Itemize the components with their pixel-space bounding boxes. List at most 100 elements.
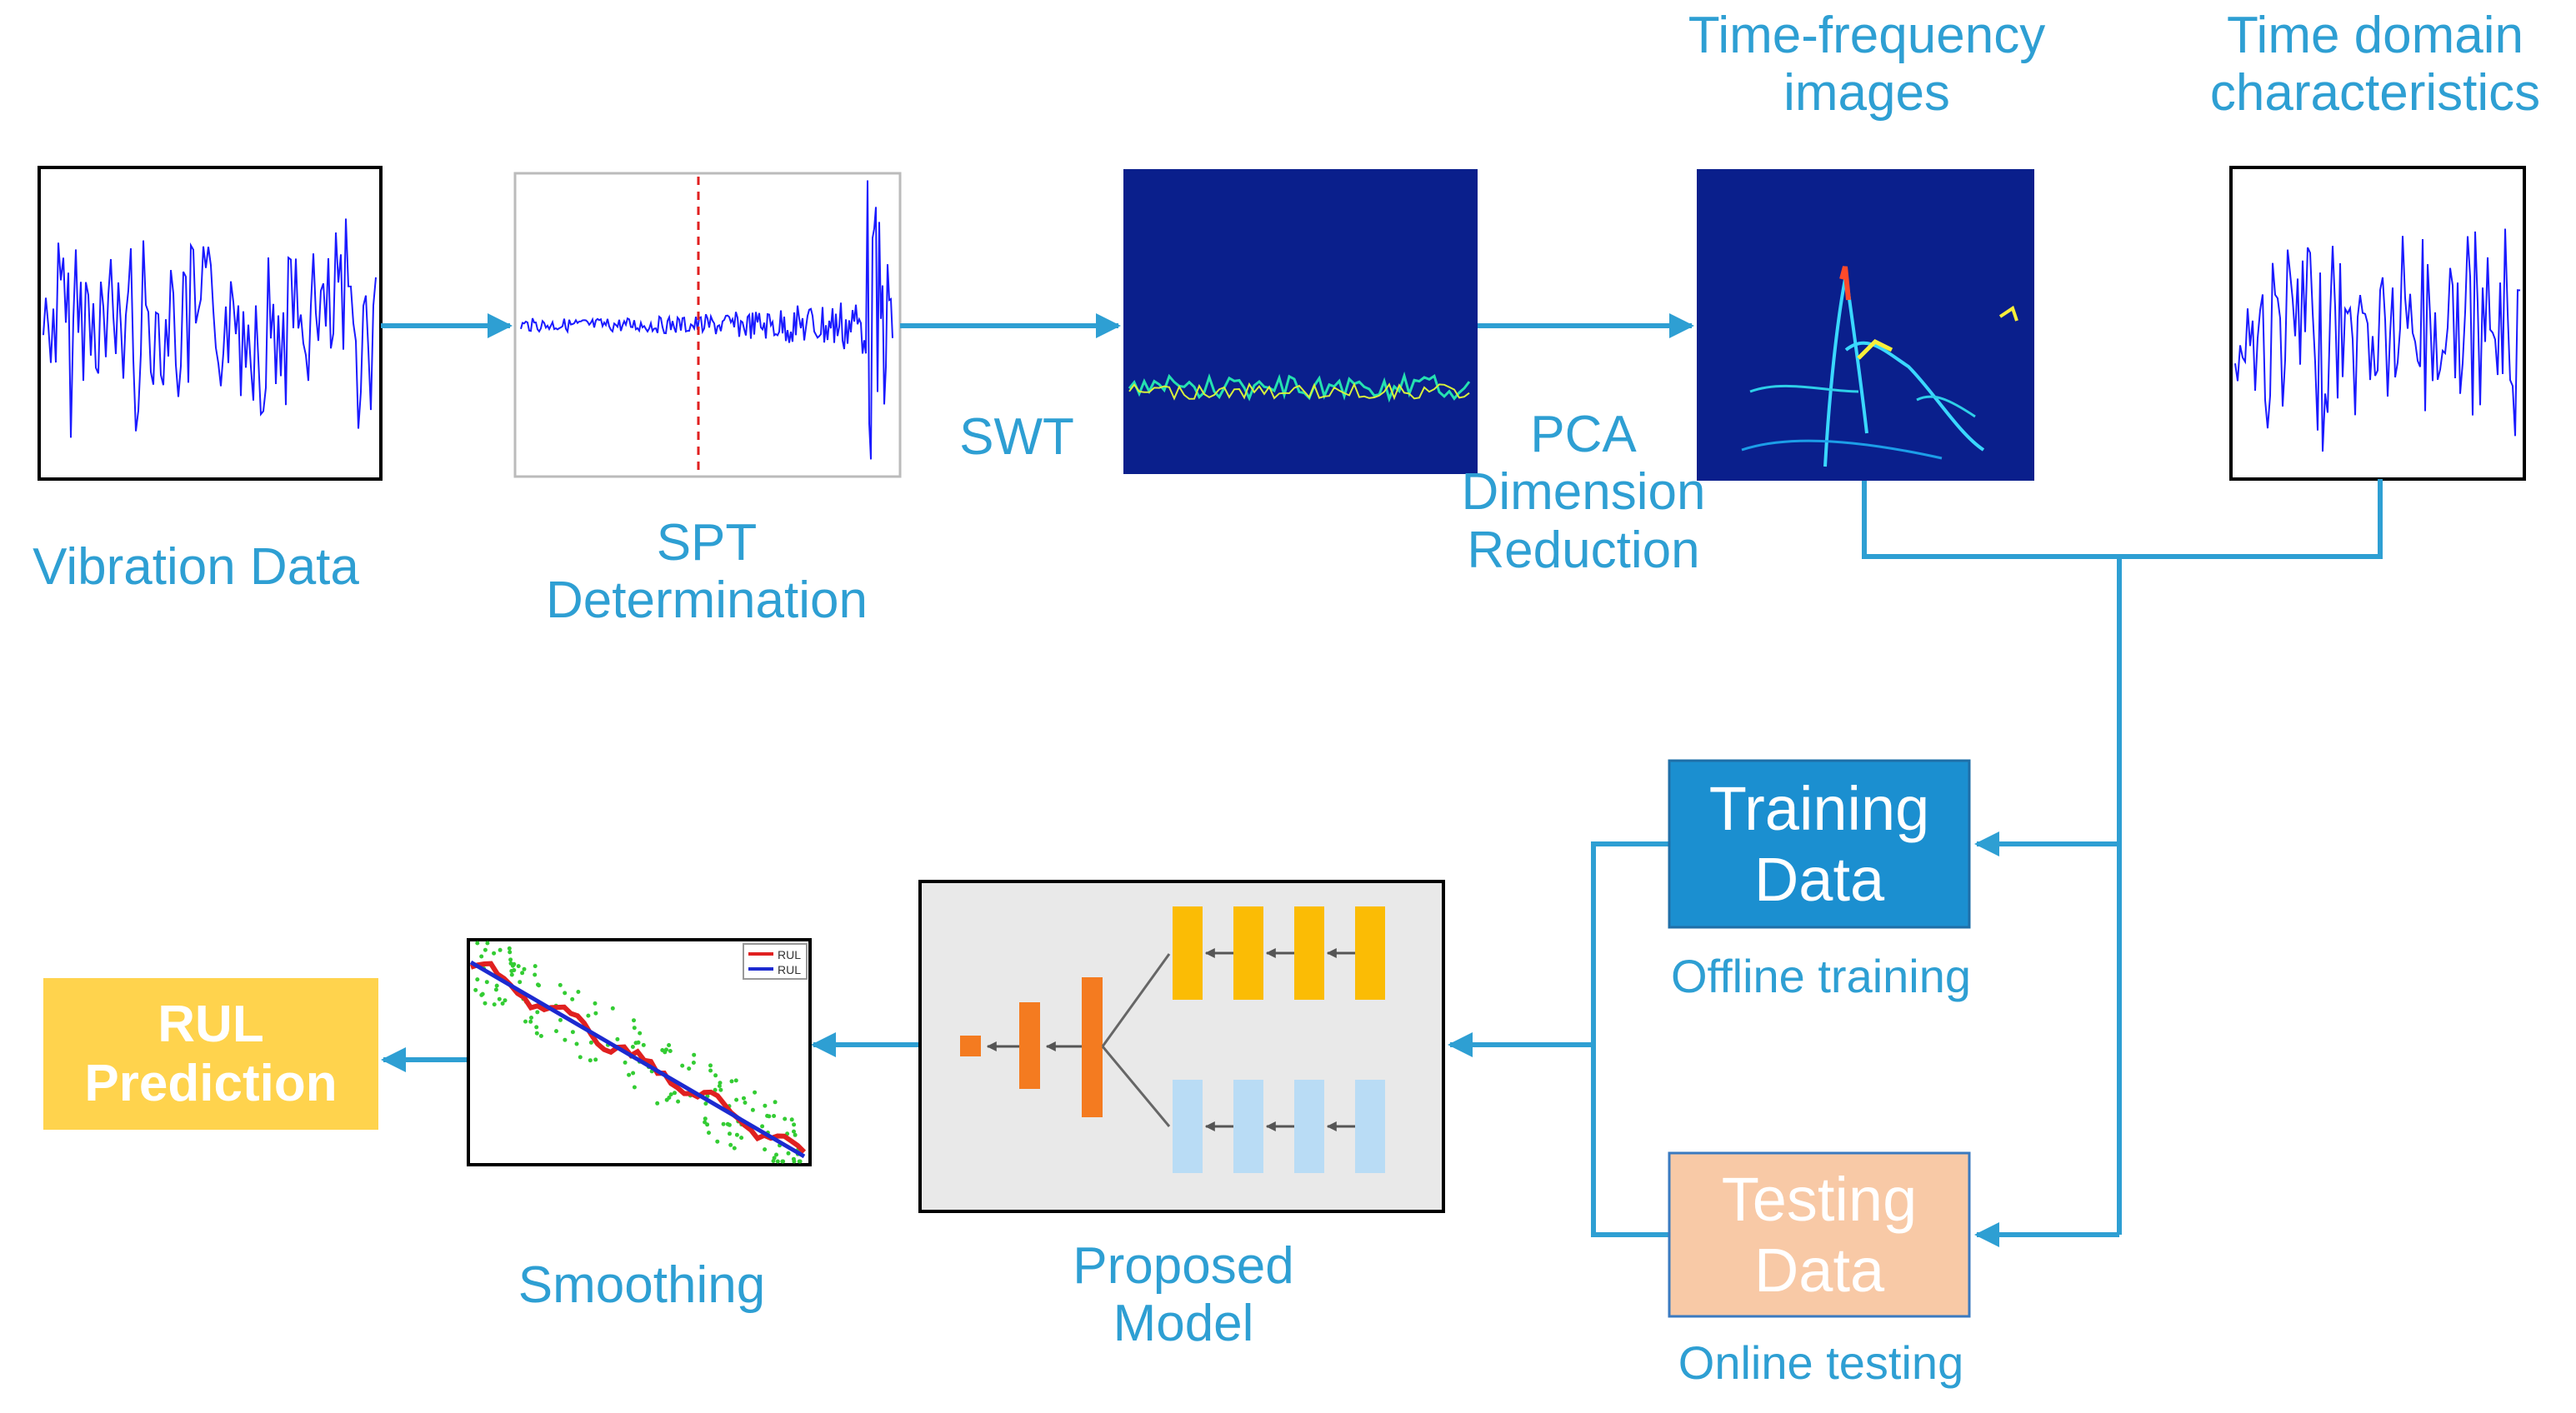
scatter-point [507, 946, 512, 951]
scatter-point [574, 1041, 579, 1046]
scatter-point [668, 1049, 673, 1053]
encoder-stack [1173, 906, 1385, 1000]
testing-line2: Data [1753, 1236, 1885, 1305]
scatter-point [773, 1100, 778, 1105]
rul-prediction-text: RUL Prediction [43, 978, 378, 1130]
scatter-point [473, 987, 478, 992]
model-head-block-2 [1082, 977, 1103, 1117]
scatter-point [483, 947, 488, 952]
scatter-point [510, 963, 515, 968]
scatter-point [667, 1096, 672, 1100]
scatter-point [627, 1072, 632, 1077]
swt-spectrogram-panel [1123, 169, 1478, 474]
spt-label-line1: SPT [656, 514, 758, 572]
scatter-point [783, 1116, 788, 1121]
encoder-block-3 [1294, 906, 1324, 1000]
smoothing-label: Smoothing [518, 1256, 766, 1314]
tf-feature-4 [1857, 338, 1893, 360]
scatter-point [793, 1132, 798, 1137]
scatter-point [479, 954, 484, 959]
scatter-point [558, 982, 563, 987]
scatter-point [691, 1061, 696, 1065]
tf-feature-5 [1749, 384, 1859, 393]
scatter-point [509, 969, 514, 973]
scatter-point [765, 1113, 770, 1118]
scatter-point [475, 941, 480, 946]
smoothing-panel: RUL RUL [467, 938, 812, 1166]
scatter-point [500, 1001, 505, 1006]
spt-signal [520, 180, 893, 460]
scatter-point [523, 1019, 528, 1024]
testing-data-text: Testing Data [1669, 1153, 1969, 1316]
scatter-point [593, 1011, 598, 1016]
scatter-point [781, 1159, 786, 1164]
rul-line2: Prediction [84, 1055, 338, 1112]
scatter-point [708, 1068, 713, 1073]
spt-label-line2: Determination [546, 572, 868, 630]
scatter-point [494, 983, 499, 988]
scatter-point [485, 941, 490, 946]
scatter-point [593, 1057, 598, 1062]
scatter-point [728, 1131, 732, 1136]
scatter-point [493, 987, 498, 992]
training-to-model-line [1591, 841, 1669, 1237]
rul-line1: RUL [158, 995, 264, 1053]
scatter-point [554, 1029, 558, 1034]
scatter-point [760, 1124, 765, 1129]
scatter-point [703, 1120, 708, 1125]
scatter-point [534, 1031, 539, 1036]
smoothing-legend-entry-2: RUL [778, 963, 801, 976]
scatter-point [707, 1131, 711, 1136]
scatter-point [732, 1146, 737, 1151]
scatter-point [717, 1084, 722, 1088]
tf-feature-7 [1998, 305, 2018, 322]
scatter-point [734, 1097, 739, 1102]
scatter-point [673, 1091, 677, 1096]
scatter-point [632, 1026, 637, 1031]
scatter-point [667, 1043, 672, 1047]
scatter-point [509, 972, 514, 977]
proposed-model-label-line1: Proposed [1073, 1237, 1294, 1295]
scatter-point [534, 1025, 539, 1030]
pca-label-line2: Dimension [1461, 463, 1706, 522]
scatter-point [615, 1036, 620, 1041]
scatter-point [631, 1071, 636, 1076]
scatter-point [703, 1101, 708, 1106]
scatter-point [558, 1017, 563, 1022]
scatter-point [638, 1031, 643, 1036]
tf-images-label-line1: Time-frequency [1688, 7, 2046, 64]
scatter-point [492, 1002, 497, 1007]
scatter-point [632, 1018, 636, 1023]
smoothing-legend [743, 943, 808, 980]
scatter-point [729, 1079, 734, 1084]
pca-label-line1: PCA [1530, 406, 1637, 463]
scatter-point [763, 1147, 768, 1152]
scatter-point [739, 1136, 744, 1141]
scatter-point [721, 1121, 726, 1126]
scatter-point [763, 1103, 768, 1108]
scatter-point [497, 996, 502, 1001]
scatter-point [610, 1006, 615, 1011]
scatter-point [538, 1034, 543, 1038]
scatter-point [630, 1045, 635, 1049]
scatter-point [715, 1139, 720, 1144]
scatter-point [563, 991, 568, 996]
tf-images-label-line2: images [1783, 64, 1950, 122]
tf-feature-8 [1741, 439, 1943, 460]
pca-label: PCA Dimension Reduction [1417, 406, 1750, 579]
scatter-point [775, 1159, 780, 1164]
scatter-point [733, 1078, 738, 1083]
scatter-point [516, 964, 521, 969]
scatter-point [708, 1063, 713, 1068]
time-domain-label: Time domain characteristics [2175, 7, 2575, 122]
scatter-point [483, 1001, 488, 1006]
training-line1: Training [1708, 773, 1930, 843]
scatter-point [529, 1016, 533, 1020]
training-data-text: Training Data [1669, 761, 1969, 927]
testing-line1: Testing [1721, 1164, 1918, 1234]
pca-label-line3: Reduction [1467, 521, 1700, 579]
scatter-point [508, 950, 513, 955]
time-frequency-image-panel [1697, 169, 2034, 481]
scatter-point [570, 1030, 575, 1035]
decoder-block-4 [1355, 1080, 1385, 1173]
